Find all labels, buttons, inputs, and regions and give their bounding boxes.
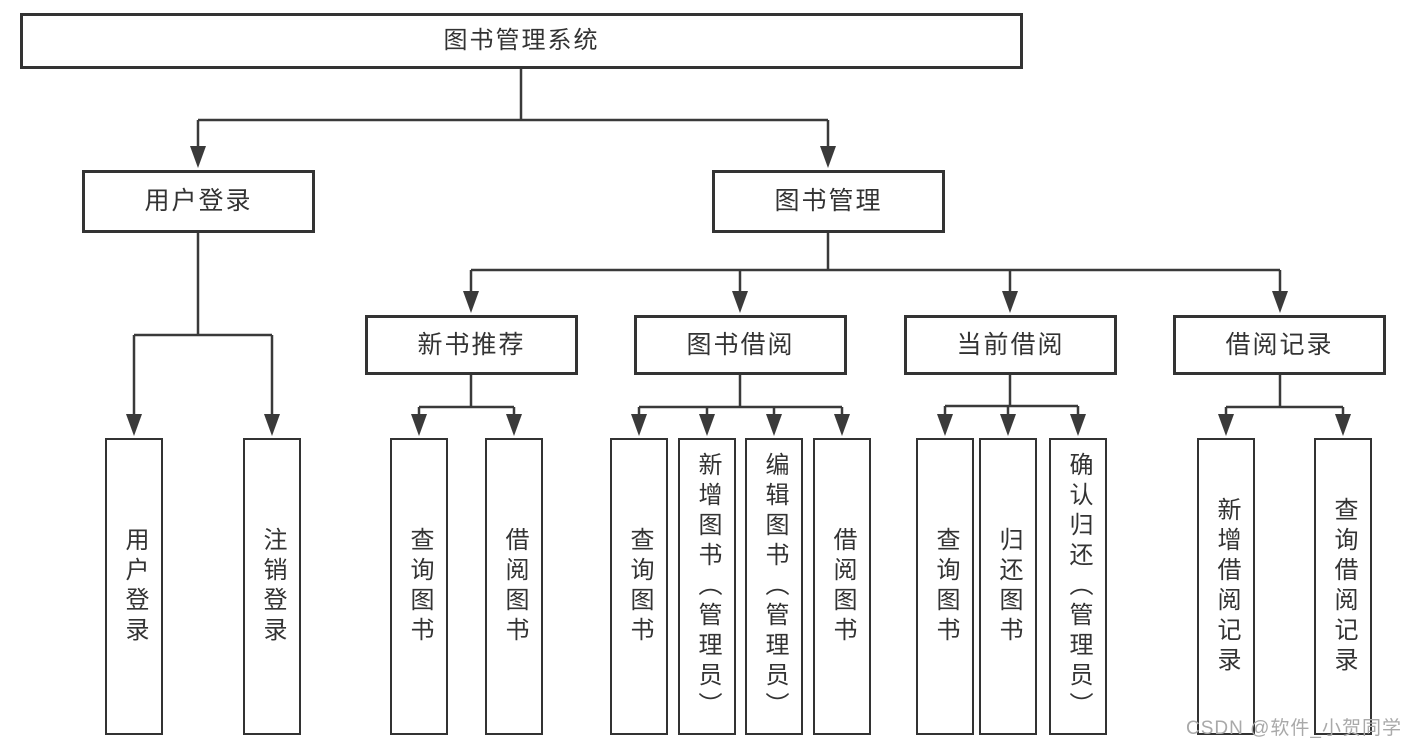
leaf-confirm-return-admin: 确认归还（管理员）	[1049, 438, 1107, 735]
node-current-borrow: 当前借阅	[904, 315, 1117, 375]
leaf-edit-book-admin: 编辑图书（管理员）	[745, 438, 803, 735]
node-borrow-records: 借阅记录	[1173, 315, 1386, 375]
node-user-login: 用户登录	[82, 170, 315, 233]
leaf-query-books-borrow: 查询图书	[610, 438, 668, 735]
leaf-borrow-books-recommend: 借阅图书	[485, 438, 543, 735]
leaf-query-borrow-record: 查询借阅记录	[1314, 438, 1372, 735]
node-new-book-recommend: 新书推荐	[365, 315, 578, 375]
leaf-borrow-books: 借阅图书	[813, 438, 871, 735]
leaf-logout: 注销登录	[243, 438, 301, 735]
csdn-watermark: CSDN @软件_小贺同学	[1186, 718, 1402, 739]
node-book-management: 图书管理	[712, 170, 945, 233]
leaf-query-books-current: 查询图书	[916, 438, 974, 735]
leaf-query-books-recommend: 查询图书	[390, 438, 448, 735]
leaf-add-borrow-record: 新增借阅记录	[1197, 438, 1255, 735]
leaf-user-login: 用户登录	[105, 438, 163, 735]
node-book-borrow: 图书借阅	[634, 315, 847, 375]
node-root: 图书管理系统	[20, 13, 1023, 69]
leaf-return-book: 归还图书	[979, 438, 1037, 735]
leaf-add-book-admin: 新增图书（管理员）	[678, 438, 736, 735]
